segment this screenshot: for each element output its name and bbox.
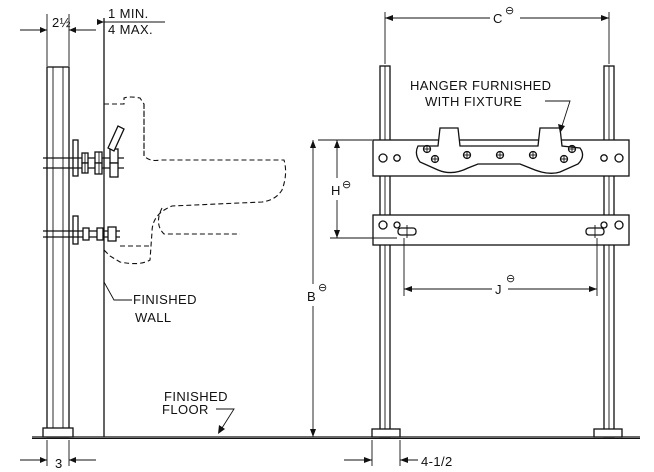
side-upright: [46, 66, 70, 438]
dim-h-marker: ⊖: [342, 179, 351, 191]
side-foot: [42, 427, 74, 438]
dim-label-max: 4 MAX.: [108, 22, 153, 37]
hanger-holes: [422, 144, 577, 164]
front-foot-right: [593, 428, 623, 438]
finished-wall-callout: FINISHED WALL: [103, 281, 197, 325]
dim-h: H ⊖: [318, 139, 397, 239]
lever-handle: [107, 125, 125, 152]
dim-c: C ⊖: [384, 5, 610, 64]
dim-label-h: H: [331, 183, 341, 198]
fixture-dashed-outline: [103, 96, 287, 265]
front-view: HANGER FURNISHED WITH FIXTURE C ⊖ H ⊖: [307, 5, 630, 469]
hanger-plate: [415, 127, 584, 174]
dim-label-b: B: [307, 289, 316, 304]
floor-label-line1: FINISHED: [164, 389, 228, 404]
upper-bolt-assembly: [43, 139, 124, 178]
dim-label-4-1-2: 4-1/2: [421, 454, 453, 469]
dim-c-marker: ⊖: [505, 5, 514, 17]
floor-line: [32, 436, 640, 439]
hanger-label-line1: HANGER FURNISHED: [410, 78, 551, 93]
wall-label-line2: WALL: [135, 310, 172, 325]
dim-four-and-a-half: 4-1/2: [344, 440, 453, 469]
dim-min-max: 1 MIN. 4 MAX.: [97, 6, 165, 37]
dim-label-min: 1 MIN.: [108, 6, 149, 21]
dim-label-2-1-2: 2½: [52, 15, 71, 30]
dim-b-marker: ⊖: [318, 282, 327, 294]
wall-label-line1: FINISHED: [133, 292, 197, 307]
dim-three: 3: [20, 440, 96, 471]
dim-j-marker: ⊖: [506, 273, 515, 285]
front-foot-left: [371, 428, 401, 438]
dim-label-c: C: [493, 11, 503, 26]
finished-floor-callout: FINISHED FLOOR: [162, 389, 235, 434]
dim-label-j: J: [495, 282, 502, 297]
side-view: 2½ 1 MIN. 4 MAX. 3 FINISHED WALL FINI: [20, 6, 287, 471]
lower-bolt-assembly: [43, 215, 120, 245]
dim-label-3: 3: [55, 456, 63, 471]
dim-b: B ⊖: [307, 140, 327, 437]
floor-label-line2: FLOOR: [162, 402, 209, 417]
hanger-callout: HANGER FURNISHED WITH FIXTURE: [410, 78, 571, 133]
dim-two-and-a-half: 2½: [20, 14, 96, 66]
hanger-label-line2: WITH FIXTURE: [425, 94, 522, 109]
dim-j: J ⊖: [403, 238, 598, 297]
